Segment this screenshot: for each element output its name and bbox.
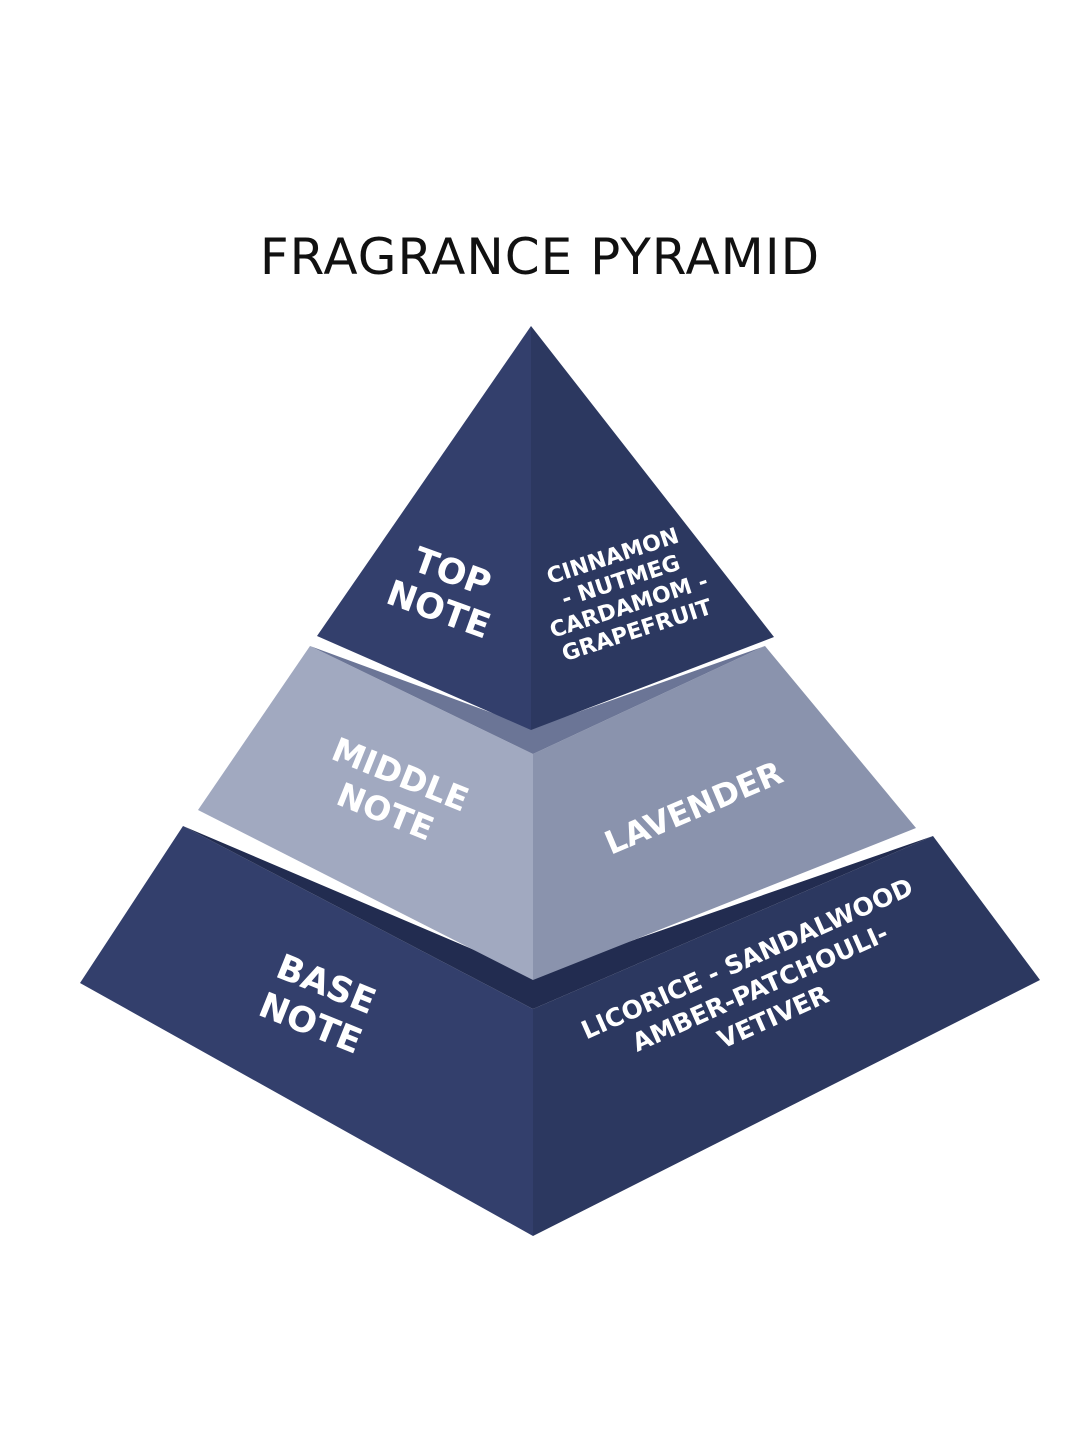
middle-tier-shelf [310,646,765,754]
top-tier-left-face [317,326,531,730]
base-tier-shelf [183,826,933,1009]
base-tier-left-face [80,826,533,1236]
middle-tier-left-face [198,646,533,980]
top-tier-right-face [531,326,774,730]
middle-tier-right-face [533,646,916,980]
middle-tier [198,646,916,980]
base-tier [80,826,1040,1236]
base-tier-right-face [533,836,1040,1236]
top-tier [317,326,774,730]
page-title: FRAGRANCE PYRAMID [259,228,821,286]
